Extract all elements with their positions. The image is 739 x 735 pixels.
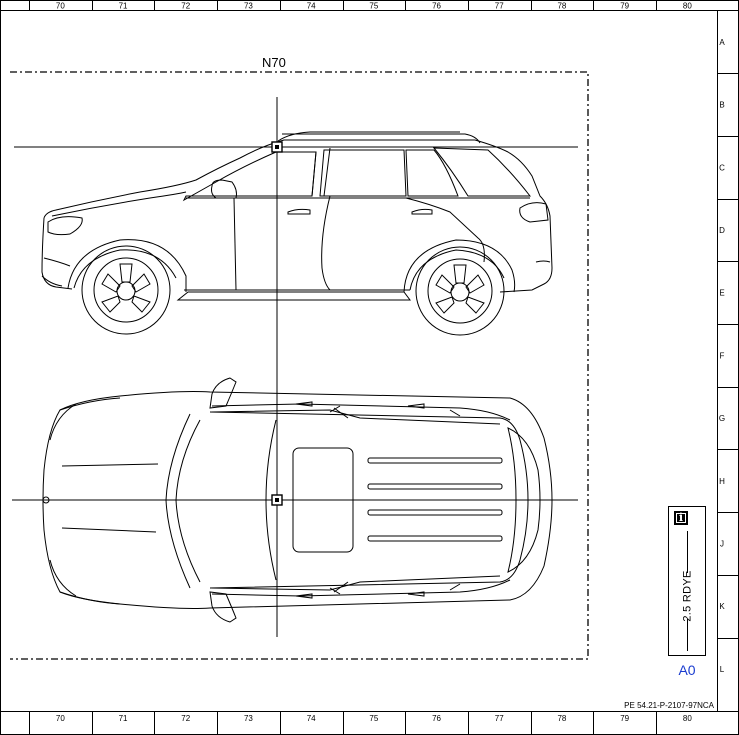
column-labels-bottom: 70 71 72 73 74 75 76 77 78 79 80 bbox=[56, 714, 692, 723]
column-label-top: 79 bbox=[620, 2, 629, 11]
connector-marker-top[interactable] bbox=[271, 494, 283, 506]
column-label-top: 70 bbox=[56, 2, 65, 11]
component-boundary bbox=[10, 71, 589, 660]
row-label: J bbox=[720, 539, 724, 548]
row-label: G bbox=[719, 414, 725, 423]
column-label-bottom: 76 bbox=[432, 714, 441, 723]
connector-label: N70 bbox=[262, 55, 286, 70]
column-label-top: 80 bbox=[683, 2, 692, 11]
column-label-bottom: 80 bbox=[683, 714, 692, 723]
row-label: C bbox=[719, 163, 725, 172]
column-label-bottom: 70 bbox=[56, 714, 65, 723]
vehicle-top-view bbox=[42, 377, 553, 623]
column-label-bottom: 79 bbox=[620, 714, 629, 723]
column-label-top: 72 bbox=[181, 2, 190, 11]
column-label-bottom: 75 bbox=[369, 714, 378, 723]
column-label-bottom: 74 bbox=[307, 714, 316, 723]
column-label-top: 78 bbox=[557, 2, 566, 11]
row-labels: A B C D E F G H J K L bbox=[719, 38, 725, 674]
connector-marker-side[interactable] bbox=[271, 141, 283, 153]
wire-line-bottom bbox=[687, 619, 688, 651]
row-label: H bbox=[719, 477, 725, 486]
info-icon[interactable]: i bbox=[674, 511, 688, 525]
column-label-top: 76 bbox=[432, 2, 441, 11]
wire-info-box[interactable]: i 2.5 RDYE bbox=[668, 506, 706, 656]
column-label-bottom: 72 bbox=[181, 714, 190, 723]
column-label-bottom: 78 bbox=[557, 714, 566, 723]
row-label: K bbox=[719, 602, 725, 611]
row-label: E bbox=[719, 289, 724, 298]
column-ticks bbox=[29, 0, 657, 735]
vehicle-side-view bbox=[41, 131, 553, 336]
column-label-top: 71 bbox=[119, 2, 128, 11]
row-ticks bbox=[717, 73, 739, 639]
row-label: A bbox=[719, 38, 725, 47]
column-label-bottom: 71 bbox=[119, 714, 128, 723]
wire-spec-label: 2.5 RDYE bbox=[682, 570, 694, 622]
column-labels-top: 70 71 72 73 74 75 76 77 78 79 80 bbox=[56, 2, 692, 11]
row-label: L bbox=[720, 665, 725, 674]
column-label-top: 73 bbox=[244, 2, 253, 11]
column-label-top: 77 bbox=[495, 2, 504, 11]
column-label-bottom: 77 bbox=[495, 714, 504, 723]
wire-line-top bbox=[687, 531, 688, 573]
drawing-number: PE 54.21-P-2107-97NCA bbox=[624, 701, 714, 710]
sheet-size-link[interactable]: A0 bbox=[678, 662, 696, 678]
row-label: D bbox=[719, 226, 725, 235]
column-label-top: 74 bbox=[307, 2, 316, 11]
column-label-bottom: 73 bbox=[244, 714, 253, 723]
row-label: F bbox=[720, 351, 725, 360]
connector-crosshairs bbox=[12, 97, 578, 637]
column-label-top: 75 bbox=[369, 2, 378, 11]
row-label: B bbox=[719, 101, 724, 110]
